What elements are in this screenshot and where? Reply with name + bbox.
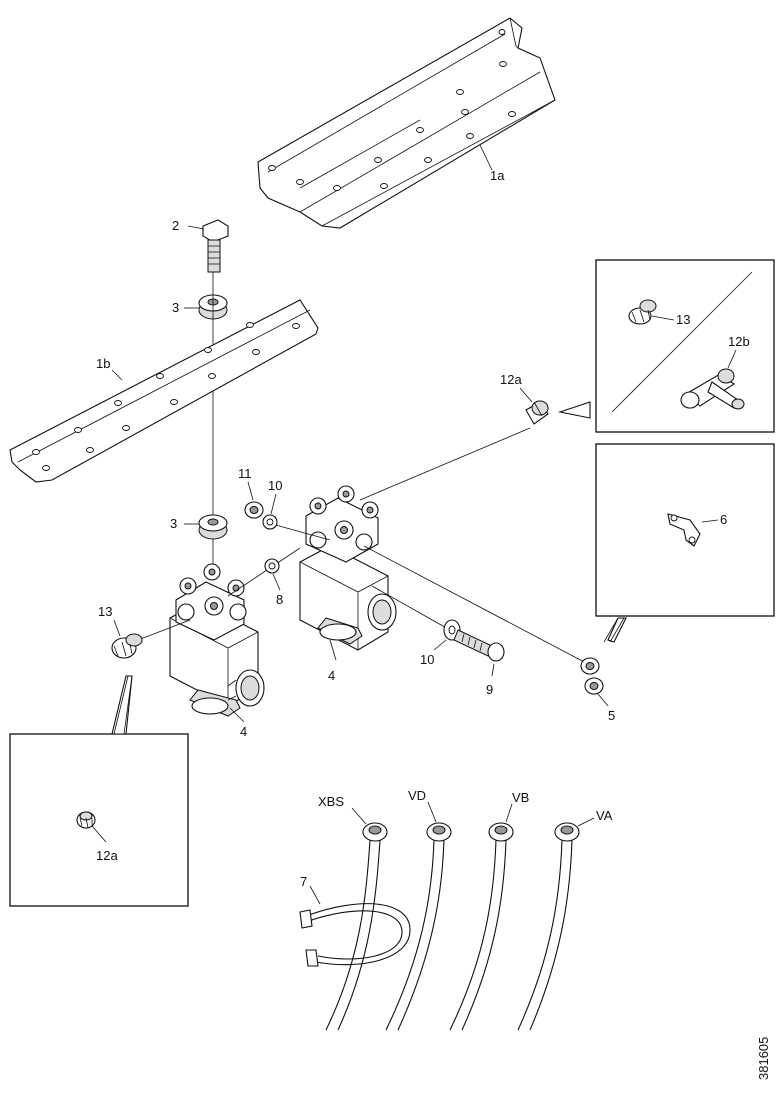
label-13-inset: 13 [676, 312, 690, 327]
leader-13-left [113, 619, 121, 637]
label-vb: VB [512, 790, 529, 805]
bracket-1a [257, 17, 556, 229]
hose-vd [385, 822, 452, 1031]
leader-12a-inset [91, 825, 107, 843]
inset-12a: 12a [9, 675, 189, 907]
label-8: 8 [276, 592, 283, 607]
leader-1a [479, 144, 493, 171]
leader-4-right [329, 639, 337, 661]
inset-6: 6 [595, 443, 775, 643]
tee-fitting-12b [680, 368, 745, 410]
fitting-13-left [111, 633, 143, 659]
leader-11 [247, 481, 254, 501]
plug-12a-center [525, 400, 549, 425]
leader-12a-center [519, 387, 533, 403]
label-12a-inset: 12a [96, 848, 118, 863]
label-7: 7 [300, 874, 307, 889]
label-1a: 1a [490, 168, 505, 183]
label-2: 2 [172, 218, 179, 233]
washer-8 [264, 558, 280, 574]
leader-10-top [270, 493, 277, 515]
leader-9 [491, 663, 495, 677]
label-11: 11 [238, 466, 252, 481]
label-va: VA [596, 808, 613, 823]
label-6: 6 [720, 512, 727, 527]
leader-8 [272, 573, 281, 591]
leader-1b [111, 369, 123, 381]
plug-12a-inset [76, 811, 96, 829]
label-12b: 12b [728, 334, 750, 349]
solenoid-valve-right [299, 485, 397, 651]
hose-vb [449, 822, 514, 1031]
leader-10-bottom [433, 639, 447, 651]
label-10-bottom: 10 [420, 652, 434, 667]
solenoid-valve-left [169, 563, 265, 717]
leader-xbs [351, 807, 367, 825]
label-10-top: 10 [268, 478, 282, 493]
leader-vd [427, 801, 437, 823]
label-3-bottom: 3 [170, 516, 177, 531]
bracket-6 [667, 513, 701, 547]
nut-3-bottom [198, 514, 228, 540]
label-4-left: 4 [240, 724, 247, 739]
label-12a-center: 12a [500, 372, 522, 387]
fitting-5 [580, 657, 604, 695]
leader-vb [505, 803, 513, 823]
leader-13-inset [651, 315, 675, 321]
label-xbs: XBS [318, 794, 344, 809]
hose-va [517, 822, 580, 1031]
hose-clamp-7 [299, 903, 411, 967]
washer-10-top [262, 514, 278, 530]
label-13-left: 13 [98, 604, 112, 619]
leader-2 [187, 225, 205, 230]
drawing-number: 381605 [756, 1037, 771, 1080]
label-1b: 1b [96, 356, 110, 371]
leader-4-left [229, 707, 245, 723]
assembly-lines [137, 427, 589, 665]
leader-va [577, 817, 595, 827]
bolt-2 [202, 219, 229, 273]
bracket-1b [9, 299, 319, 483]
label-9: 9 [486, 682, 493, 697]
bolt-9 [453, 629, 505, 662]
label-5: 5 [608, 708, 615, 723]
fitting-13-inset [628, 299, 657, 325]
label-4-right: 4 [328, 668, 335, 683]
inset-13-12b: 13 12b [557, 259, 775, 433]
leader-5 [597, 693, 609, 707]
bracket-1b-holes [32, 322, 300, 471]
bracket-1a-holes [268, 29, 516, 191]
label-vd: VD [408, 788, 426, 803]
leader-12b [727, 349, 737, 369]
leader-7 [309, 885, 321, 905]
label-3-top: 3 [172, 300, 179, 315]
fitting-11 [244, 501, 264, 519]
leader-6 [701, 519, 719, 523]
hose-xbs [325, 822, 388, 1031]
